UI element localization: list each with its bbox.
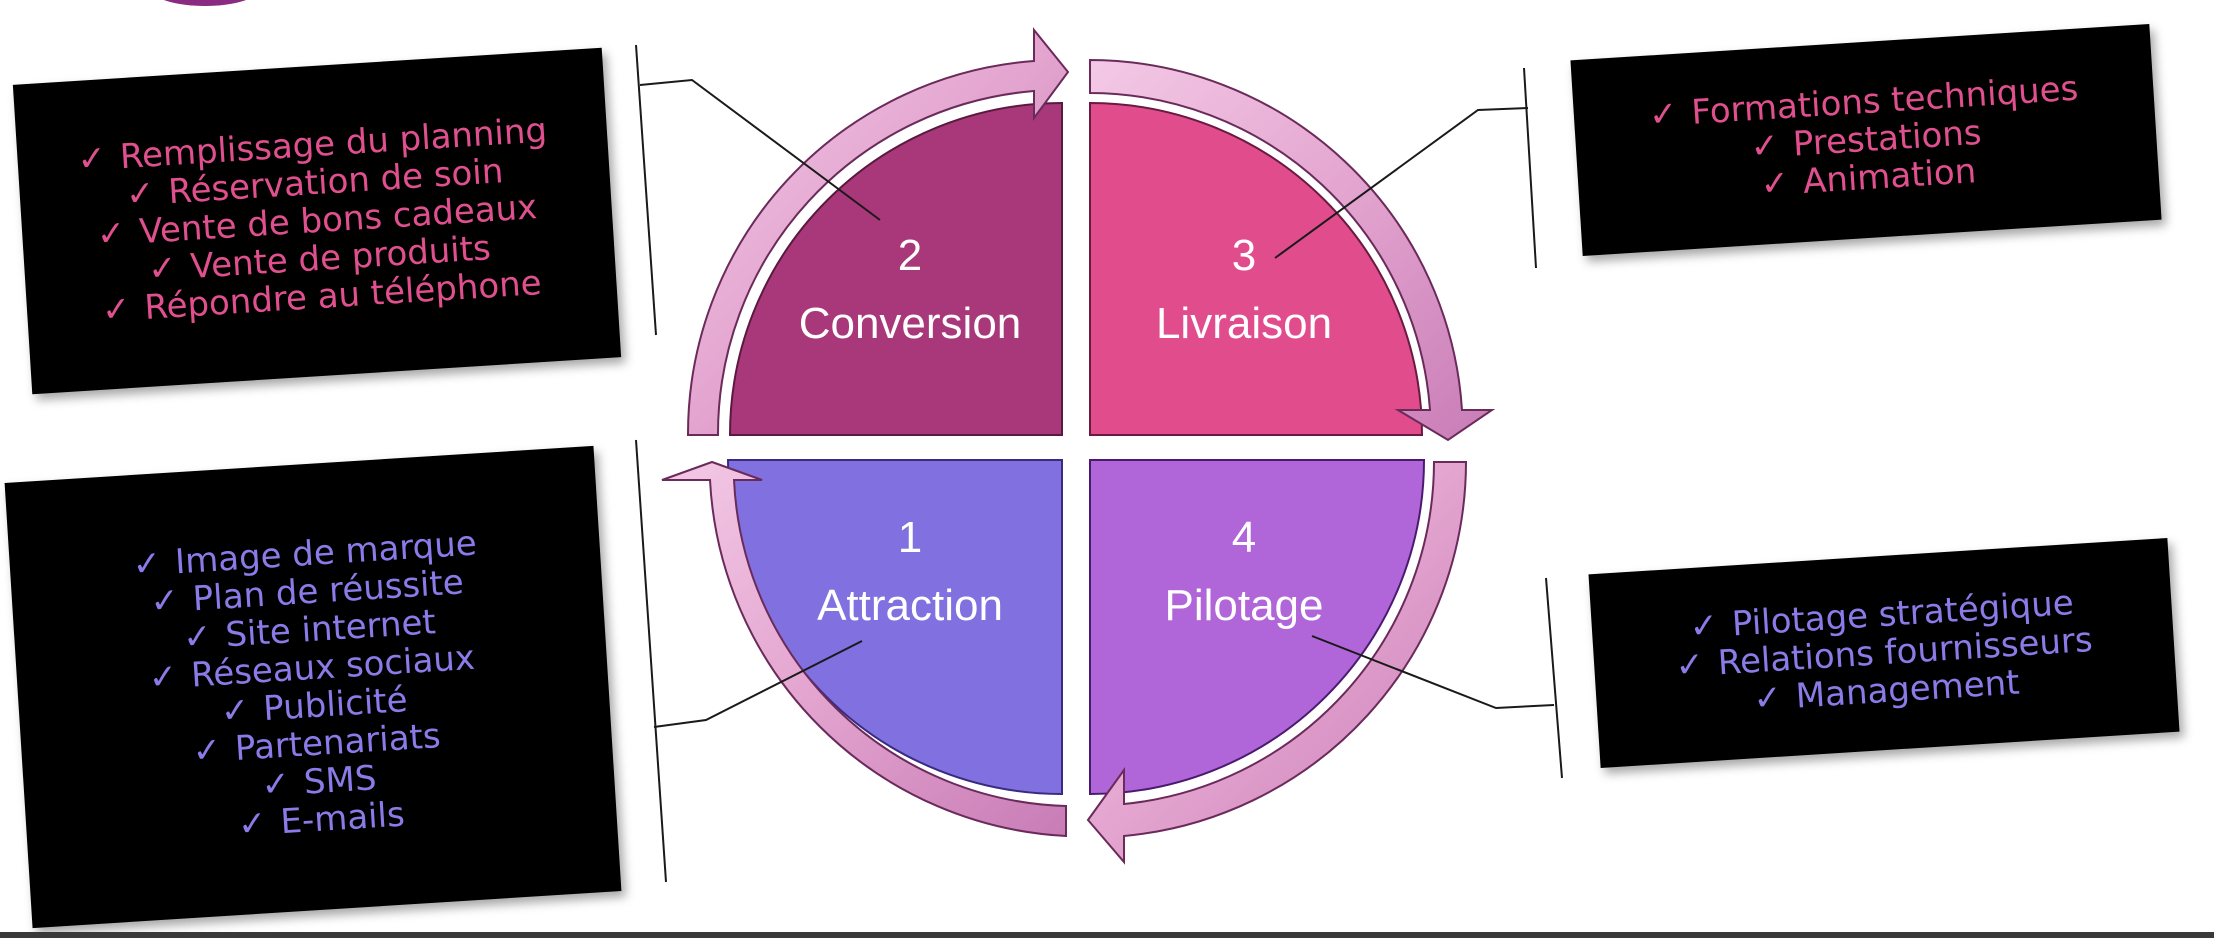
quadrant-attraction-label: Attraction (817, 581, 1003, 630)
check-icon: ✓ (131, 543, 163, 585)
callout-conversion: ✓Remplissage du planning ✓Réservation de… (12, 47, 622, 395)
check-icon: ✓ (149, 580, 181, 622)
decorative-arc (150, 0, 260, 6)
bracket-attraction (635, 439, 667, 883)
quadrant-livraison-label: Livraison (1156, 299, 1332, 348)
quadrant-conversion (728, 101, 1063, 436)
callout-livraison: ✓Formations techniques ✓Prestations ✓Ani… (1570, 23, 2162, 257)
check-icon: ✓ (1647, 93, 1679, 136)
quadrant-pilotage (1089, 459, 1426, 796)
check-icon: ✓ (95, 213, 127, 255)
check-icon: ✓ (1752, 677, 1784, 720)
leader-conversion (639, 78, 881, 221)
list-item: ✓E-mails (236, 794, 406, 846)
check-icon: ✓ (146, 247, 178, 290)
check-icon: ✓ (219, 690, 251, 732)
arrow-conversion-to-livraison (686, 27, 1070, 436)
quadrant-livraison (1089, 101, 1424, 436)
bracket-conversion (635, 44, 657, 336)
callout-pilotage: ✓Pilotage stratégique ✓Relations fournis… (1588, 537, 2180, 769)
quadrant-pilotage-number: 4 (1232, 513, 1256, 562)
quadrant-livraison-number: 3 (1232, 231, 1256, 280)
check-icon: ✓ (1688, 605, 1720, 647)
leader-livraison (1274, 107, 1529, 259)
bottom-divider (0, 932, 2214, 938)
check-icon: ✓ (76, 137, 108, 180)
check-icon: ✓ (260, 763, 292, 806)
leader-pilotage (1311, 635, 1555, 710)
arrow-pilotage-to-attraction (1086, 461, 1468, 865)
quadrant-conversion-number: 2 (898, 231, 922, 280)
quadrant-conversion-label: Conversion (799, 299, 1022, 348)
arrow-livraison-to-pilotage (1089, 58, 1496, 442)
check-icon: ✓ (124, 173, 156, 215)
check-icon: ✓ (1749, 125, 1781, 168)
bracket-pilotage (1545, 577, 1563, 779)
check-icon: ✓ (1674, 644, 1706, 687)
quadrant-attraction-number: 1 (898, 513, 922, 562)
callout-attraction: ✓Image de marque ✓Plan de réussite ✓Site… (4, 445, 622, 929)
check-icon: ✓ (147, 656, 179, 699)
quadrant-pilotage-label: Pilotage (1164, 581, 1323, 630)
check-icon: ✓ (100, 289, 132, 331)
leader-attraction (653, 640, 863, 728)
check-icon: ✓ (181, 616, 213, 658)
check-icon: ✓ (236, 803, 268, 846)
check-icon: ✓ (191, 730, 223, 772)
bracket-livraison (1523, 67, 1537, 269)
check-icon: ✓ (1759, 162, 1791, 205)
arrow-attraction-to-conversion (661, 460, 1067, 838)
